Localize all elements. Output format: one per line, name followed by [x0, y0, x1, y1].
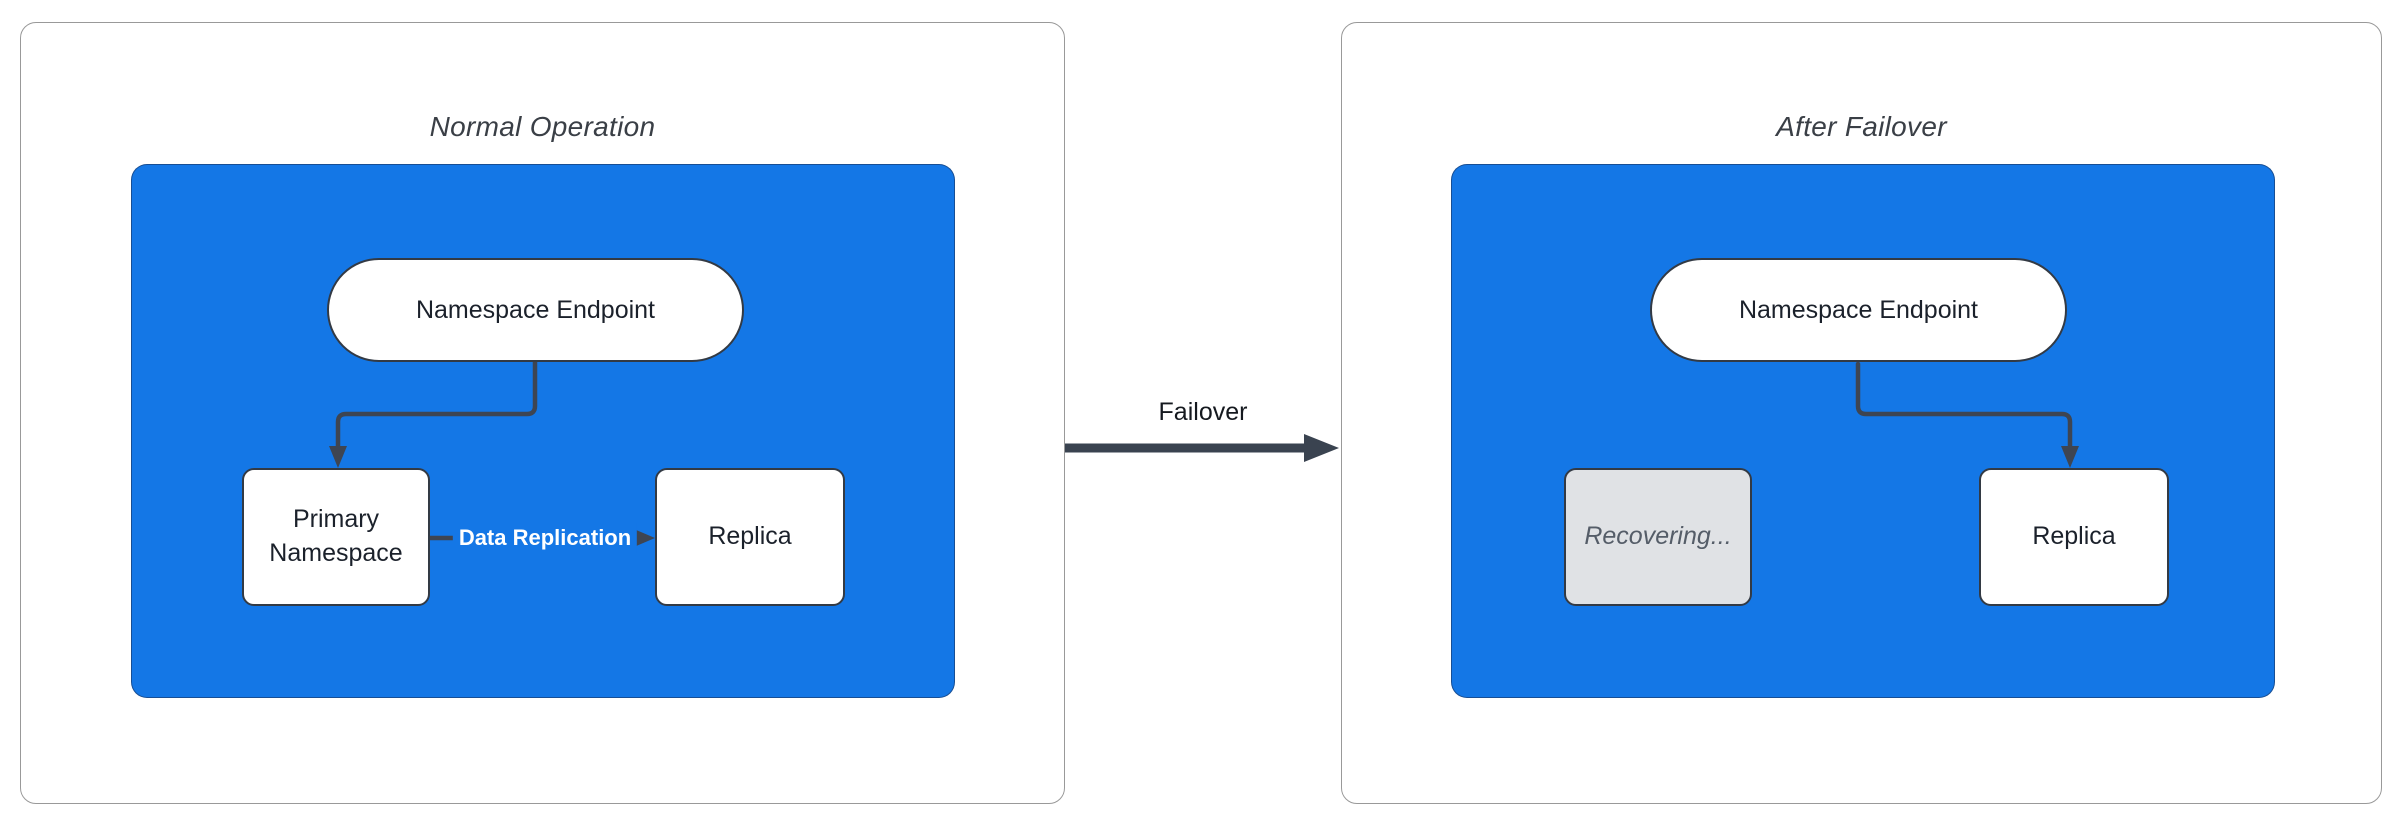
edge-lines-normal — [329, 359, 655, 549]
node-label: Primary Namespace — [269, 505, 403, 567]
edge-label-data-replication: Data Replication — [452, 523, 638, 553]
node-replica-left: Replica — [655, 468, 845, 606]
node-primary-namespace: Primary Namespace — [242, 468, 430, 606]
panel-after-failover: After Failover Namespace Endpoint Recove… — [1341, 22, 2382, 804]
panel-title-normal-operation: Normal Operation — [429, 111, 656, 142]
failover-connector: Failover — [1065, 398, 1341, 468]
cluster-after-failover: Namespace Endpoint Recovering... Replica — [1451, 164, 2275, 698]
panel-normal-operation: Normal Operation Namespace Endpoint Prim… — [20, 22, 1065, 804]
node-replica-right: Replica — [1979, 468, 2169, 606]
failover-label: Failover — [1158, 398, 1248, 426]
panel-title-after-failover: After Failover — [1776, 111, 1947, 142]
node-label: Replica — [708, 522, 792, 551]
edge-lines-failover — [1855, 361, 2079, 468]
node-label: Recovering... — [1584, 522, 1732, 551]
failover-arrow — [1065, 434, 1339, 462]
cluster-normal-operation: Namespace Endpoint Primary Namespace Rep… — [131, 164, 955, 698]
node-namespace-endpoint-left: Namespace Endpoint — [327, 258, 744, 362]
node-label: Namespace Endpoint — [415, 295, 656, 324]
node-label: Replica — [2032, 522, 2116, 551]
node-label: Namespace Endpoint — [1738, 295, 1979, 324]
node-recovering: Recovering... — [1564, 468, 1752, 606]
node-namespace-endpoint-right: Namespace Endpoint — [1650, 258, 2067, 362]
